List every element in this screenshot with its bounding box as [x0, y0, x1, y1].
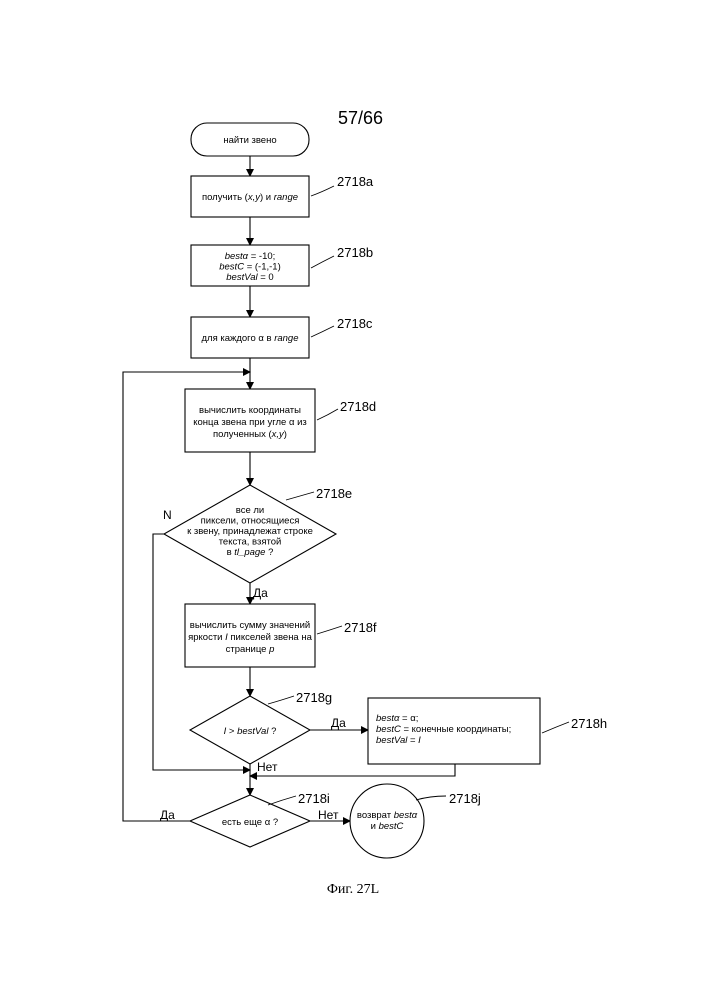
process-2718h: bestα = α;bestC = конечные координаты;be… [368, 698, 540, 764]
arrow-2718h-return [250, 764, 455, 776]
ref-2718d: 2718d [340, 399, 376, 414]
end-2718j: возврат bestαи bestC [350, 784, 424, 858]
edge-label-i-no: Нет [318, 808, 339, 822]
process-2718a: получить (x,y) и range [191, 176, 309, 217]
start-terminator: найти звено [191, 123, 309, 156]
ref-2718h: 2718h [571, 716, 607, 731]
decision-2718e: все липиксели, относящиесяк звену, прина… [164, 485, 336, 583]
ref-2718a: 2718a [337, 174, 374, 189]
edge-label-i-yes: Да [160, 808, 175, 822]
figure-caption: Фиг. 27L [327, 882, 379, 897]
page-number: 57/66 [338, 108, 383, 128]
ref-2718j: 2718j [449, 791, 481, 806]
ref-2718b: 2718b [337, 245, 373, 260]
process-2718c-label: для каждого α в range [201, 333, 298, 344]
process-2718b-label: bestα = -10;bestC = (-1,-1)bestVal = 0 [219, 251, 281, 283]
ref-2718c: 2718c [337, 316, 373, 331]
ref-2718g: 2718g [296, 690, 332, 705]
decision-2718g: I > bestVal ? [190, 696, 310, 764]
ref-2718e: 2718e [316, 486, 352, 501]
process-2718b: bestα = -10;bestC = (-1,-1)bestVal = 0 [191, 245, 309, 286]
decision-2718g-label: I > bestVal ? [224, 726, 277, 737]
start-label: найти звено [223, 135, 276, 146]
edge-label-g-yes: Да [331, 716, 346, 730]
decision-2718i: есть еще α ? [190, 795, 310, 847]
decision-2718i-label: есть еще α ? [222, 817, 278, 828]
edge-label-e-no: N [163, 508, 172, 522]
process-2718d: вычислить координатыконца звена при угле… [185, 389, 315, 452]
edge-label-e-yes: Да [253, 586, 268, 600]
process-2718a-label: получить (x,y) и range [202, 192, 298, 203]
ref-2718i: 2718i [298, 791, 330, 806]
ref-2718f: 2718f [344, 620, 377, 635]
process-2718f: вычислить сумму значенийяркости I пиксел… [185, 604, 315, 667]
process-2718c: для каждого α в range [191, 317, 309, 358]
edge-label-g-no: Нет [257, 760, 278, 774]
